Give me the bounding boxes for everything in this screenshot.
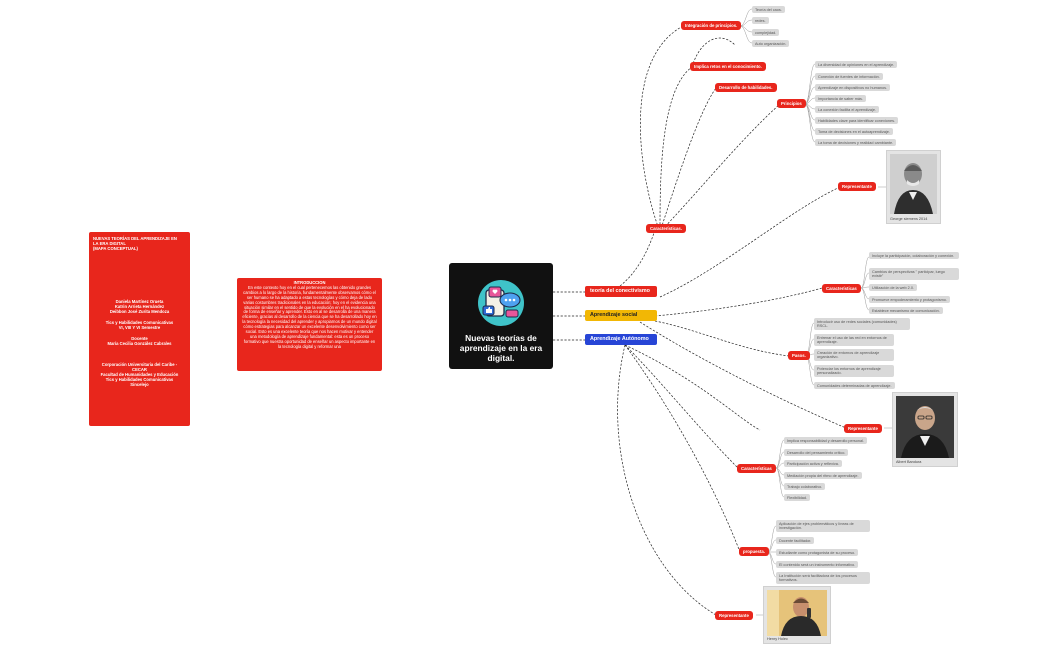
photo-caption-bandura: Albert Bandura: [896, 460, 922, 464]
leaf-propuesta-2: Estudiante como protagonista de su proce…: [776, 549, 859, 557]
photo-henry-holec[interactable]: Henry Holec: [763, 586, 831, 644]
leaf-integracion-3: Auto organización.: [752, 40, 790, 48]
leaf-autonomo-car-0: Implica responsabilidad y desarrollo per…: [784, 437, 868, 445]
leaf-social-pasos-2: Creación de entornos de aprendizaje orga…: [814, 349, 894, 361]
portrait-george-siemens-icon: [890, 154, 937, 214]
introduction-heading: INTRODUCCION: [293, 280, 326, 285]
leaf-social-pasos-4: Comunidades determinadas de aprendizaje.: [814, 382, 895, 390]
leaf-autonomo-car-2: Participación activa y reflexiva.: [784, 460, 842, 468]
title-card-heading: NUEVAS TEORÍAS DEL APRENDIZAJE EN LA ERA…: [93, 236, 177, 251]
leaf-autonomo-car-4: Trabajo colaborativo.: [784, 483, 826, 491]
node-social-caracteristicas[interactable]: Características: [822, 284, 861, 293]
node-social-representante[interactable]: Representante: [844, 424, 882, 433]
social-media-icon: [478, 280, 524, 326]
node-conectivismo-caracteristicas[interactable]: Características.: [646, 224, 687, 233]
node-autonomo-caracteristicas[interactable]: Características: [737, 464, 776, 473]
leaf-propuesta-3: El contenido será un instrumento informa…: [776, 561, 859, 569]
leaf-integracion-0: Teoría del caos.: [752, 6, 785, 14]
leaf-propuesta-0: Aplicación de ejes problemáticos y línea…: [776, 520, 870, 532]
leaf-social-car-1: Cambios de perspectivas " participar, lu…: [869, 268, 959, 280]
leaf-autonomo-car-5: Flexibilidad.: [784, 494, 811, 502]
title-card-authors: Daniela Martínez Orueta Katrin Arrieta H…: [109, 299, 170, 314]
title-card-teacher: Docente María Cecilia González Cabrales: [107, 336, 172, 346]
leaf-autonomo-car-1: Desarrollo del pensamiento crítico.: [784, 449, 849, 457]
leaf-integracion-2: complejidad.: [752, 29, 780, 37]
branch-aprendizaje-social[interactable]: Aprendizaje social: [585, 310, 657, 321]
photo-albert-bandura[interactable]: Albert Bandura: [892, 392, 958, 467]
leaf-social-car-2: Utilización de la web 2.0.: [869, 284, 917, 292]
branch-aprendizaje-autonomo[interactable]: Aprendizaje Autónomo: [585, 334, 657, 345]
portrait-henry-holec-icon: [767, 590, 827, 636]
leaf-principios-4: La conexión facilita el aprendizaje.: [815, 106, 880, 114]
node-autonomo-representante[interactable]: Representante: [715, 611, 753, 620]
leaf-social-car-4: Establece mecanismo de comunicación.: [869, 307, 943, 315]
photo-caption-holec: Henry Holec: [767, 637, 788, 641]
node-desarrollo-habilidades[interactable]: Desarrollo de habilidades.: [715, 83, 777, 92]
leaf-principios-6: Toma de decisiones en el autoaprendizaje…: [815, 128, 893, 136]
title-card-course: Tics y Habilidades Comunicativas VI, VII…: [105, 320, 174, 330]
node-implica-retos[interactable]: Implica retos en el conocimiento.: [690, 62, 766, 71]
node-autonomo-propuesta[interactable]: propuesta.: [739, 547, 769, 556]
title-card: NUEVAS TEORÍAS DEL APRENDIZAJE EN LA ERA…: [89, 232, 190, 426]
photo-caption-siemens: George siemens 2014: [890, 217, 928, 221]
leaf-principios-3: Importancia de saber más.: [815, 95, 866, 103]
leaf-autonomo-car-3: Mediación propia del ritmo de aprendizaj…: [784, 472, 862, 480]
node-conectivismo-representante[interactable]: Representante: [838, 182, 876, 191]
node-principios[interactable]: Principios: [777, 99, 806, 108]
photo-george-siemens[interactable]: George siemens 2014: [886, 150, 941, 224]
leaf-propuesta-1: Docente facilitador.: [776, 537, 815, 545]
leaf-principios-5: Habilidades clave para identificar conex…: [815, 117, 899, 125]
leaf-social-pasos-0: Introducir uso de redes sociales (comuni…: [814, 318, 910, 330]
leaf-principios-1: Conexión de fuentes de información.: [815, 73, 883, 81]
node-integracion-principios[interactable]: Integración de principios.: [681, 21, 742, 30]
leaf-principios-0: La diversidad de opiniones en el aprendi…: [815, 61, 898, 69]
leaf-principios-7: La toma de decisiones y realidad cambian…: [815, 139, 897, 147]
leaf-social-car-0: Incluye la participación, colaboración y…: [869, 252, 959, 260]
central-topic[interactable]: Nuevas teorías de aprendizaje en la era …: [449, 263, 553, 369]
leaf-propuesta-4: La Institución será facilitadora de los …: [776, 572, 870, 584]
leaf-principios-2: Aprendizaje en dispositivos no humanos.: [815, 84, 891, 92]
introduction-card: INTRODUCCION En este contexto hoy en el …: [237, 278, 382, 371]
node-social-pasos[interactable]: Pasos.: [788, 351, 810, 360]
branch-conectivismo[interactable]: teoría del conectivismo: [585, 286, 657, 297]
central-topic-label: Nuevas teorías de aprendizaje en la era …: [459, 333, 543, 363]
leaf-social-pasos-3: Potenciar los entornos de aprendizaje pe…: [814, 365, 894, 377]
leaf-integracion-1: redes.: [752, 17, 769, 25]
introduction-text: En este contexto hoy en el cual pertenec…: [242, 284, 377, 349]
leaf-social-car-3: Promueve empoderamiento y protagonismo.: [869, 296, 950, 304]
title-card-institution: Corporación Universitaria del Caribe - C…: [100, 362, 179, 387]
leaf-social-pasos-1: Entrenar el uso de las red en entornos d…: [814, 334, 894, 346]
portrait-albert-bandura-icon: [896, 396, 954, 458]
